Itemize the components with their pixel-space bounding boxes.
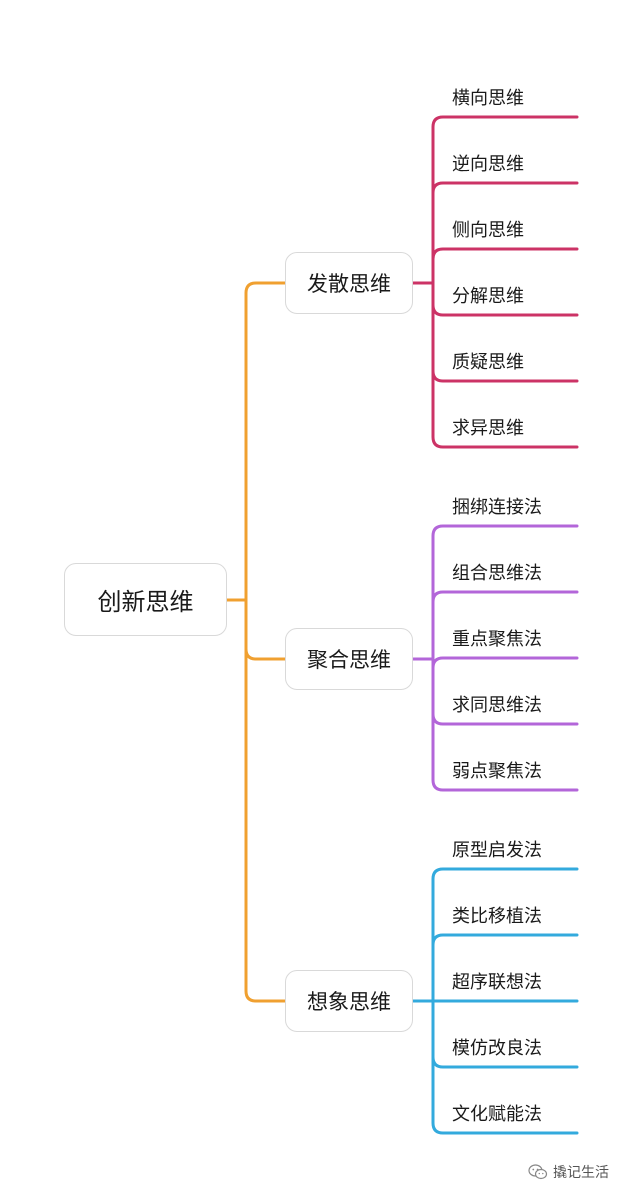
leaf-connector	[431, 115, 579, 285]
leaf-connector	[431, 933, 579, 1003]
leaf-connector	[431, 867, 579, 1003]
branch-node-divergent[interactable]: 发散思维	[285, 252, 413, 314]
trunk-connectors	[225, 281, 287, 1003]
branch-node-imaginative[interactable]: 想象思维	[285, 970, 413, 1032]
leaf-node[interactable]: 弱点聚焦法	[452, 761, 542, 782]
branch-node-label: 聚合思维	[307, 648, 391, 672]
root-node-label: 创新思维	[97, 588, 194, 616]
leaf-connector	[431, 657, 579, 792]
leaf-node[interactable]: 横向思维	[452, 88, 524, 109]
trunk-connector	[244, 281, 287, 602]
branch-node-convergent[interactable]: 聚合思维	[285, 628, 413, 690]
leaf-node[interactable]: 分解思维	[452, 286, 524, 307]
leaf-node[interactable]: 侧向思维	[452, 220, 524, 241]
leaf-connector	[431, 281, 579, 449]
root-node[interactable]: 创新思维	[64, 563, 227, 636]
leaf-node[interactable]: 原型启发法	[452, 840, 542, 861]
trunk-connector	[244, 598, 287, 1003]
branch-node-label: 发散思维	[307, 272, 391, 296]
branch-connectors	[411, 115, 579, 1135]
leaf-connector	[431, 656, 579, 669]
watermark: 撬记生活	[528, 1160, 609, 1184]
leaf-node[interactable]: 逆向思维	[452, 154, 524, 175]
leaf-node[interactable]: 求异思维	[452, 418, 524, 439]
leaf-node[interactable]: 求同思维法	[452, 695, 542, 716]
leaf-node[interactable]: 重点聚焦法	[452, 629, 542, 650]
leaf-connector	[431, 524, 579, 661]
branch-node-label: 想象思维	[307, 990, 391, 1014]
leaf-node[interactable]: 类比移植法	[452, 906, 542, 927]
leaf-connector	[431, 590, 579, 661]
leaf-connector	[431, 999, 579, 1135]
leaf-node[interactable]: 质疑思维	[452, 352, 524, 373]
leaf-node[interactable]: 文化赋能法	[452, 1104, 542, 1125]
leaf-node[interactable]: 捆绑连接法	[452, 497, 542, 518]
leaf-connector	[431, 247, 579, 285]
watermark-text: 撬记生活	[553, 1165, 609, 1181]
trunk-connector	[244, 598, 287, 661]
wechat-icon	[528, 1164, 548, 1180]
leaf-node[interactable]: 组合思维法	[452, 563, 542, 584]
leaf-node[interactable]: 超序联想法	[452, 972, 542, 993]
leaf-node[interactable]: 模仿改良法	[452, 1038, 542, 1059]
leaf-connector	[431, 181, 579, 285]
